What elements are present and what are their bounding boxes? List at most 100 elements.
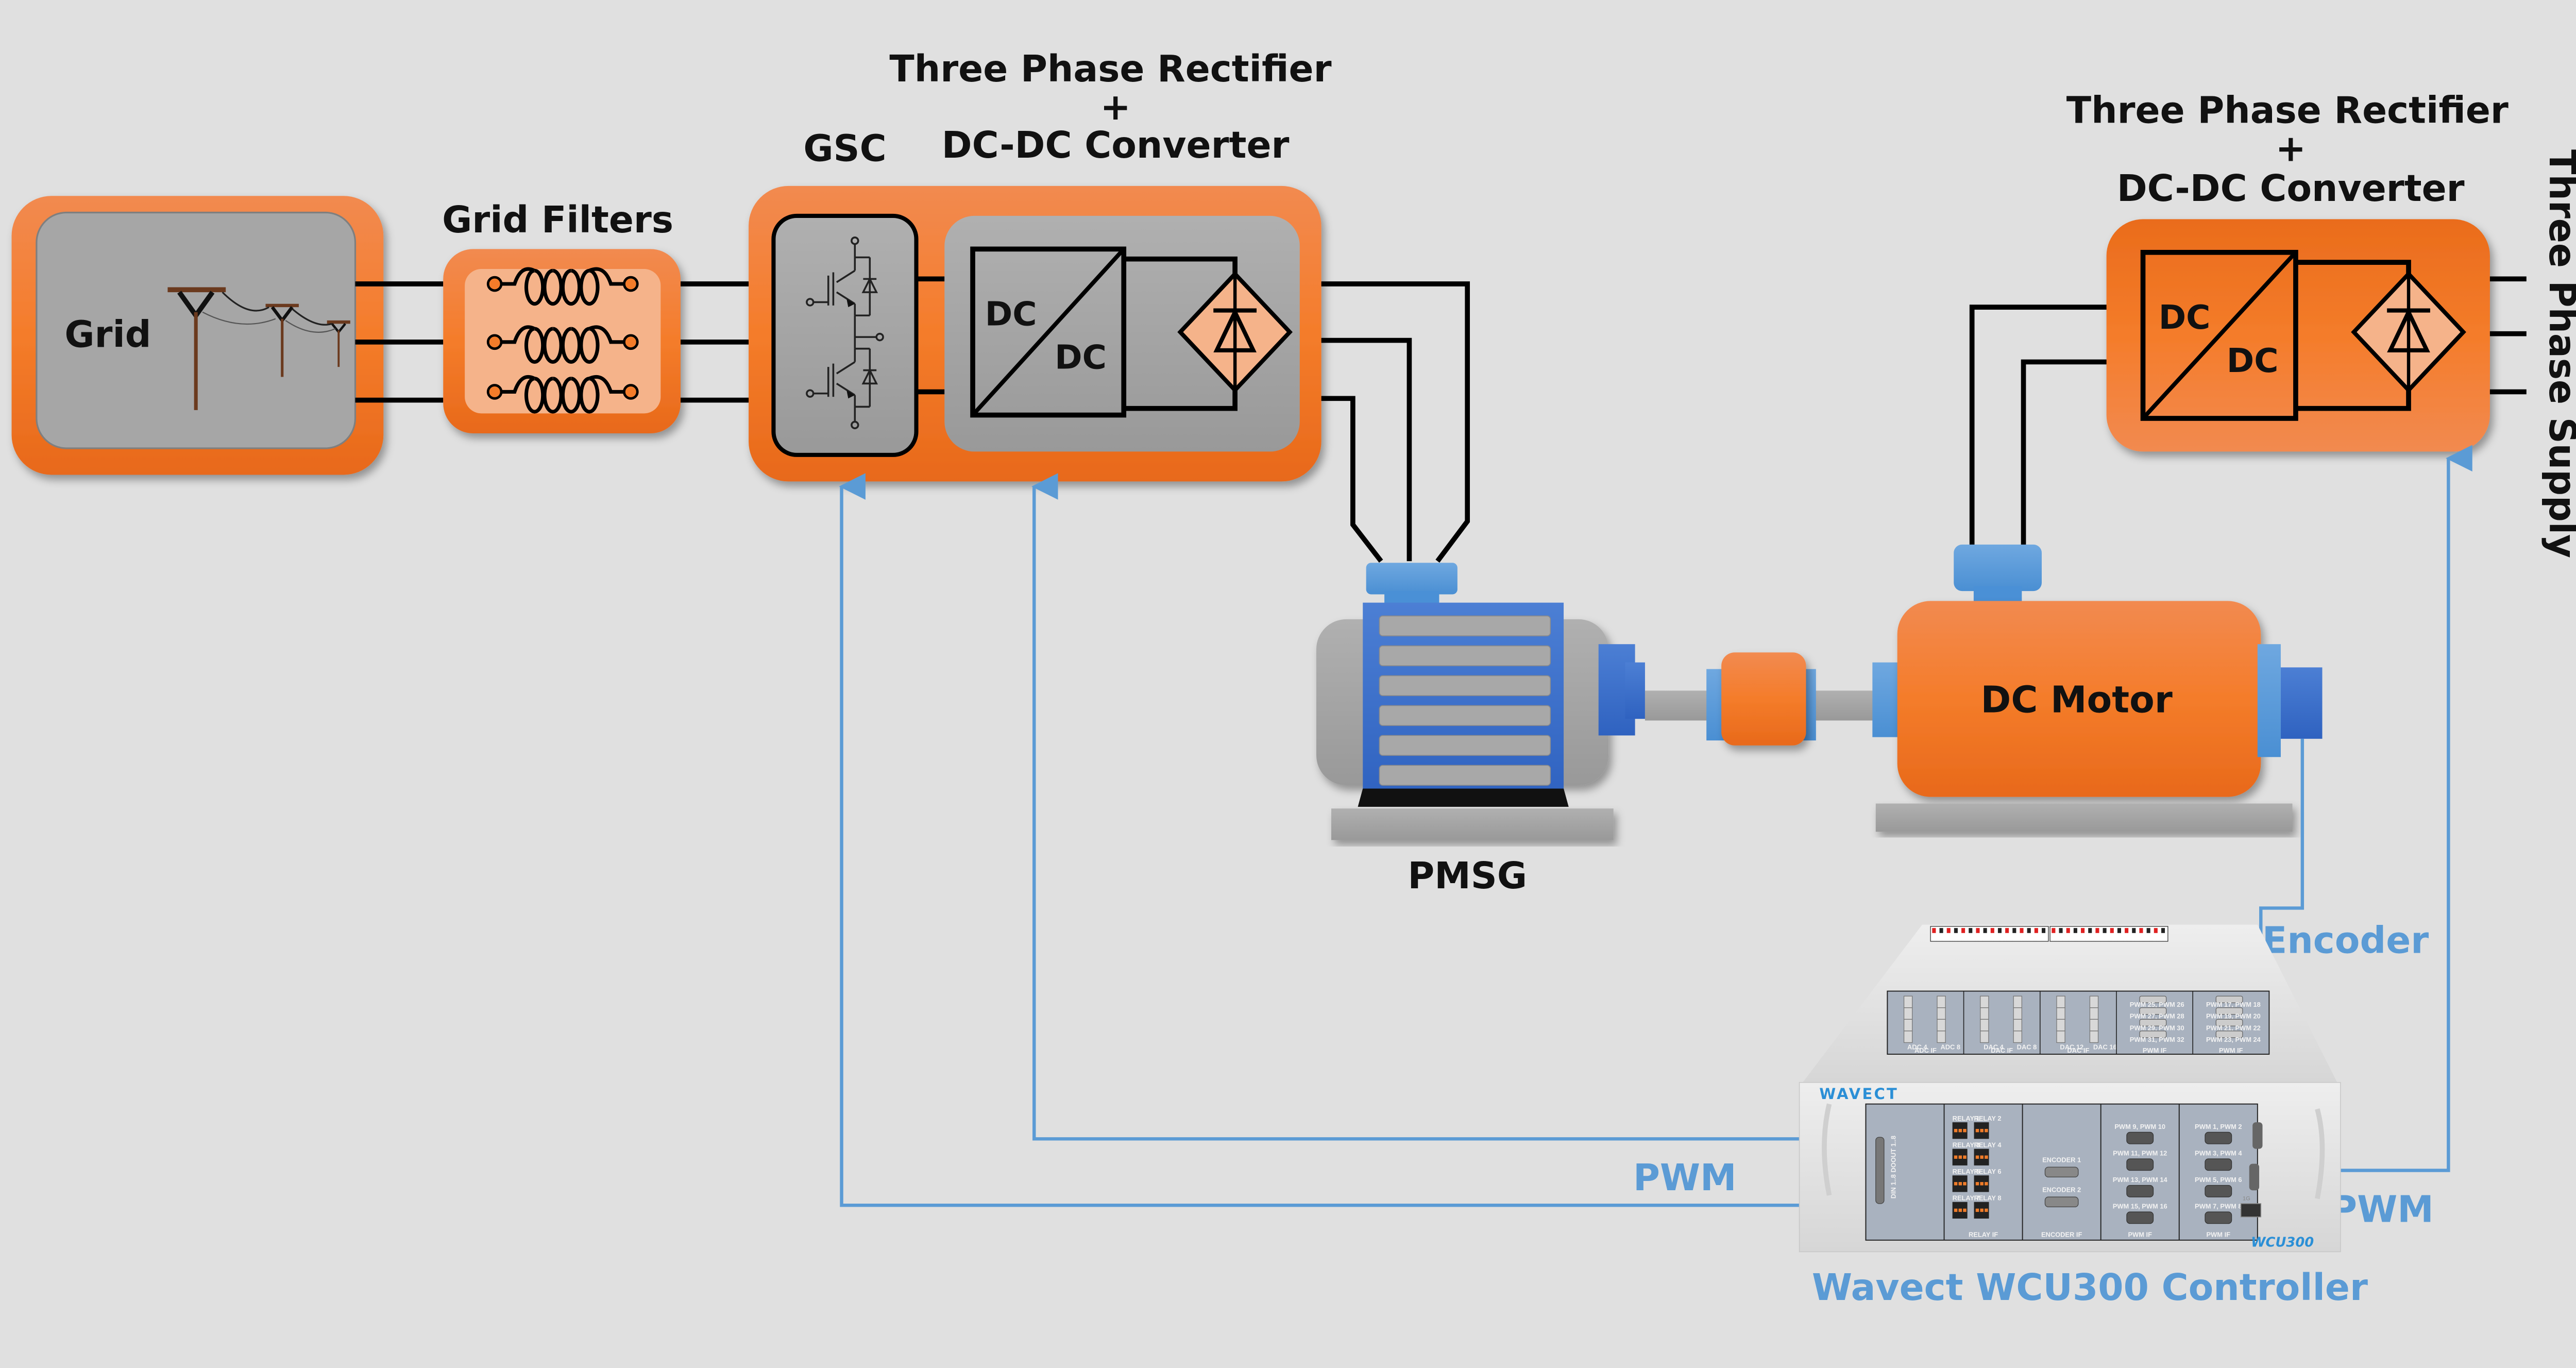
- cooling-fin: [1379, 645, 1551, 666]
- bnc-connector: [1903, 1019, 1913, 1032]
- module-footer: PWM IF: [2207, 1230, 2231, 1238]
- bnc-connector: [2013, 1031, 2022, 1043]
- sensor-indicator: [1946, 928, 1951, 933]
- dc-top-label-right: DC: [2159, 298, 2211, 337]
- sensor-indicator: [2132, 928, 2136, 933]
- grid-block: Grid: [11, 196, 384, 475]
- bnc-connector: [2089, 1019, 2099, 1032]
- db9-connector: [2139, 1031, 2167, 1038]
- motor-to-converter-wires: [1969, 305, 2108, 545]
- port-label: PWM 15, PWM 16: [2113, 1203, 2167, 1210]
- sensor-indicator: [2139, 928, 2143, 933]
- comm-ports: 1G: [2240, 1122, 2263, 1218]
- sensor-indicator: [2095, 928, 2099, 933]
- db9-connector: [2205, 1158, 2232, 1171]
- cooling-fin: [1379, 765, 1551, 786]
- sensor-indicator: [2154, 928, 2158, 933]
- port-label: PWM 27, PWM 28: [2130, 1012, 2184, 1020]
- bnc-connector: [1937, 1007, 1946, 1020]
- bnc-connector: [1980, 1019, 1989, 1032]
- sensor-indicator: [1932, 928, 1936, 933]
- cooling-fin: [1379, 615, 1551, 636]
- port-label: PWM 17, PWM 18: [2206, 1001, 2261, 1008]
- bnc-connector: [2056, 1007, 2065, 1020]
- dc-dc-converter-icon: DC DC: [970, 246, 1238, 418]
- sensor-indicator: [2161, 928, 2165, 933]
- encoder-label: Encoder: [2262, 919, 2429, 961]
- module-footer: DAC IF: [2067, 1046, 2089, 1054]
- port-label: ENCODER 1: [2042, 1156, 2081, 1163]
- port-label: RELAY 5: [1953, 1168, 1980, 1175]
- pmsg-machine: PMSG: [1316, 563, 1645, 897]
- module-footer: DAC IF: [1991, 1046, 2013, 1054]
- port-label: PWM 7, PWM 8: [2195, 1203, 2242, 1210]
- port-label: PWM 29, PWM 30: [2130, 1024, 2184, 1032]
- sensor-indicator: [2103, 928, 2107, 933]
- filter-to-gsc-wires: [680, 281, 751, 403]
- top-module: DAC 12 DAC 16 DAC IF: [2039, 991, 2117, 1054]
- bnc-connector: [2056, 995, 2065, 1008]
- diode-bridge-icon: [2351, 271, 2466, 394]
- db9-connector: [2215, 1031, 2243, 1038]
- sensor-indicator: [1997, 928, 2002, 933]
- port-label: DAC 12: [2060, 1043, 2083, 1051]
- port-label: RELAY 1: [1953, 1114, 1980, 1122]
- power-pole-icon: [167, 287, 350, 410]
- db9-connector: [2205, 1131, 2232, 1144]
- shaft-coupling: [1645, 652, 1899, 746]
- sensor-indicator: [2020, 928, 2024, 933]
- sensor-indicator: [2081, 928, 2085, 933]
- sensor-indicator: [2088, 928, 2092, 933]
- sensor-indicator: [2066, 928, 2070, 933]
- db9-connector: [2139, 1019, 2167, 1026]
- sensor-indicator: [2146, 928, 2150, 933]
- cooling-fin: [1379, 705, 1551, 726]
- port-label: DAC 8: [2017, 1043, 2037, 1051]
- bnc-connector: [1980, 1007, 1989, 1020]
- sensor-indicator: [2005, 928, 2009, 933]
- bnc-connector: [1903, 995, 1913, 1008]
- bnc-connector: [1903, 1007, 1913, 1020]
- bnc-connector: [2089, 995, 2099, 1008]
- cooling-fin: [1379, 735, 1551, 756]
- grid-filters-label: Grid Filters: [442, 198, 673, 241]
- db9-connector: [2215, 995, 2243, 1003]
- db9-connector: [2205, 1211, 2232, 1224]
- rectifier-right-title-plus: +: [2276, 127, 2306, 170]
- port-label: PWM 23, PWM 24: [2206, 1036, 2261, 1043]
- grid-label: Grid: [64, 313, 151, 356]
- db9-connector: [2215, 1019, 2243, 1026]
- port-label: ADC 8: [1940, 1043, 1960, 1051]
- bnc-connector: [2013, 995, 2022, 1008]
- module-footer: PWM IF: [2219, 1046, 2243, 1054]
- rectifier-left-title-1: Three Phase Rectifier: [889, 47, 1331, 90]
- sensor-indicator: [2059, 928, 2063, 933]
- dsub-connector: [1875, 1137, 1885, 1204]
- igbt-leg-icon: [806, 237, 884, 430]
- port-label: RELAY 3: [1953, 1141, 1980, 1149]
- port-label: DAC 16: [2093, 1043, 2117, 1051]
- rectifier-right-title-2: DC-DC Converter: [2117, 167, 2465, 210]
- sensor-indicator: [1990, 928, 1994, 933]
- grid-to-filter-wires: [355, 281, 444, 403]
- db9-connector: [2126, 1131, 2154, 1144]
- inductor-coil: [486, 267, 639, 306]
- bnc-connector: [1937, 995, 1946, 1008]
- port-label: PWM 25, PWM 26: [2130, 1001, 2184, 1008]
- bnc-connector: [2056, 1031, 2065, 1043]
- bnc-connector: [1937, 1031, 1946, 1043]
- port-label: PWM 13, PWM 14: [2113, 1176, 2168, 1184]
- bnc-connector: [2013, 1007, 2022, 1020]
- three-phase-supply-label: Three Phase Supply: [2541, 149, 2576, 558]
- diode-bridge-icon: [1177, 271, 1293, 394]
- dc-motor-machine: DC Motor: [1875, 544, 2323, 832]
- grid-filters-block: [443, 249, 681, 433]
- sensor-indicator: [2073, 928, 2077, 933]
- sensor-indicator: [2117, 928, 2121, 933]
- sensor-indicator: [1976, 928, 1980, 933]
